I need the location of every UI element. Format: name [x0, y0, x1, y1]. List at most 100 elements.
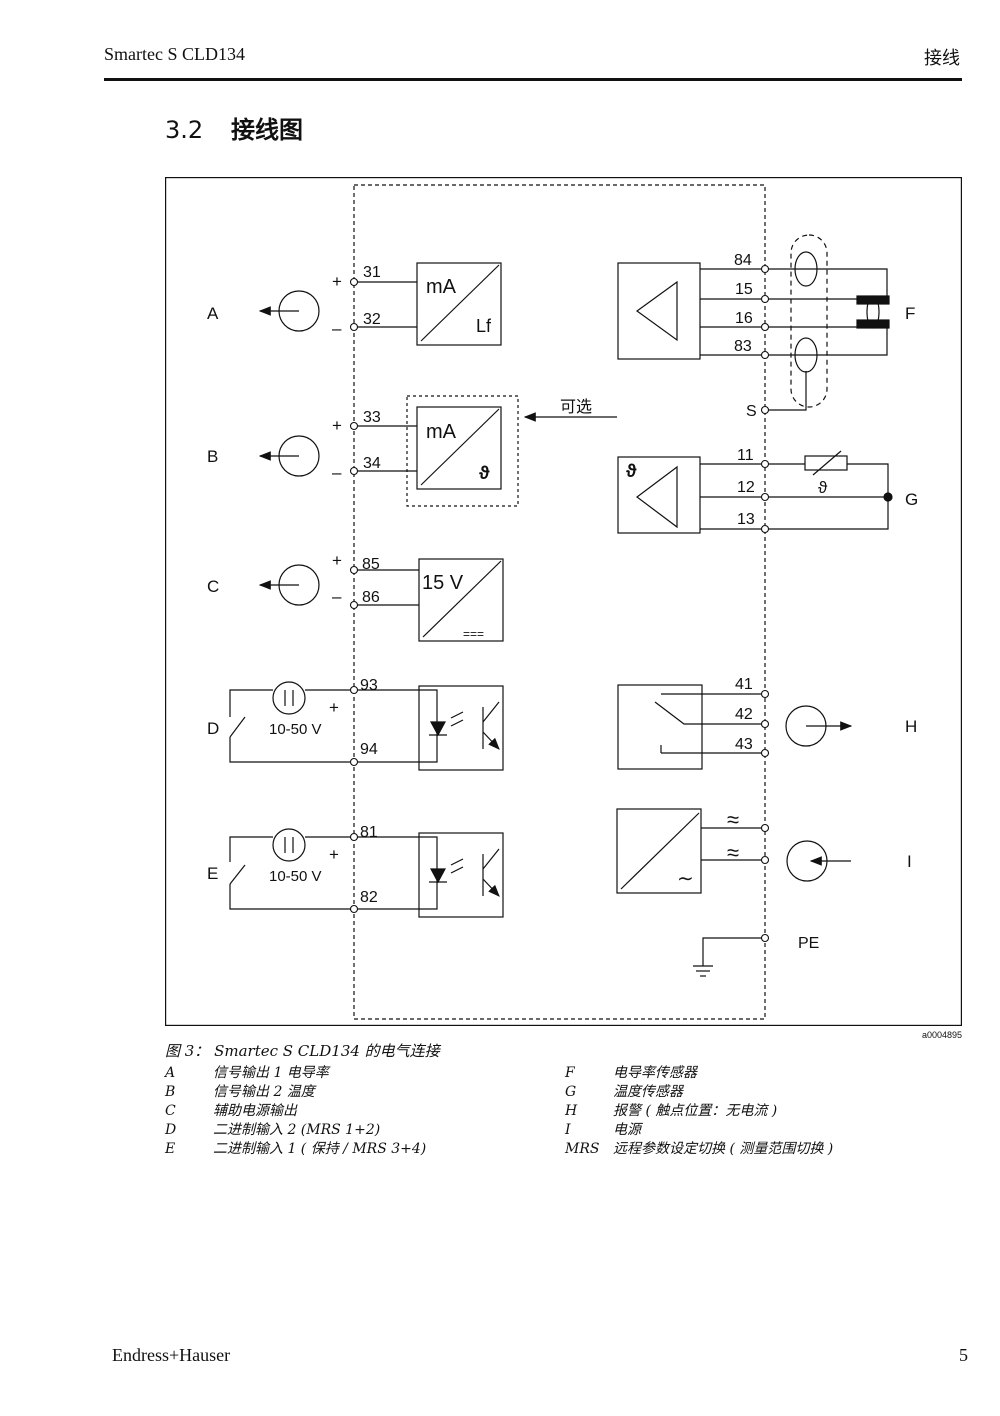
legend-text: 二进制输入 1 ( 保持 / MRS 3+4) — [213, 1141, 427, 1157]
page-number: 5 — [959, 1345, 968, 1365]
terminal-86: 86 — [362, 589, 380, 606]
label-I: I — [907, 852, 912, 871]
voltage-source-D — [272, 681, 306, 715]
converter-mA-Lf — [416, 262, 502, 346]
terminal-85: 85 — [362, 556, 380, 573]
optocoupler-D — [418, 685, 504, 771]
block-mA-2: mA — [426, 421, 457, 443]
plus-E: + — [329, 845, 339, 864]
input-I — [786, 840, 851, 882]
label-F: F — [905, 304, 915, 323]
legend-key: G — [565, 1084, 577, 1100]
optional-module — [406, 395, 519, 507]
legend-text: 信号输出 1 电导率 — [213, 1065, 329, 1081]
legend-text: 远程参数设定切换 ( 测量范围切换 ) — [613, 1141, 834, 1157]
legend-key: F — [565, 1065, 575, 1081]
figure-caption: 图 3： Smartec S CLD134 的电气连接 — [165, 1042, 440, 1060]
switch-D — [229, 716, 246, 738]
legend-key: I — [565, 1122, 571, 1138]
terminal-points — [349, 264, 770, 943]
block-theta: ϑ — [479, 463, 490, 483]
voltage-source-E — [272, 828, 306, 862]
approx-2: ≈ — [727, 840, 739, 865]
source-A — [258, 290, 320, 332]
terminal-PE: PE — [798, 935, 819, 952]
amplifier-G-theta: ϑ — [626, 461, 637, 481]
voltage-D: 10-50 V — [269, 721, 322, 738]
terminal-32: 32 — [363, 311, 381, 328]
optocoupler-E — [418, 832, 504, 918]
terminal-15: 15 — [735, 281, 753, 298]
terminal-94: 94 — [360, 741, 378, 758]
legend-text: 电源 — [613, 1122, 641, 1138]
terminal-31: 31 — [363, 264, 381, 281]
figure-id: a0004895 — [921, 1030, 962, 1040]
switch-E — [229, 864, 246, 885]
plus-31: + — [332, 272, 342, 291]
label-E: E — [207, 864, 218, 883]
footer-brand: Endress+Hauser — [112, 1345, 231, 1365]
temperature-sensor — [765, 450, 893, 530]
legend-key: A — [165, 1065, 176, 1081]
ground — [693, 937, 765, 977]
source-C — [258, 564, 320, 606]
block-Lf: Lf — [476, 316, 492, 336]
block-15V: 15 V — [422, 572, 464, 594]
amplifier-G — [617, 456, 701, 534]
label-B: B — [207, 447, 218, 466]
plus-D: + — [329, 698, 339, 717]
terminal-93: 93 — [360, 677, 378, 694]
terminal-84: 84 — [734, 252, 752, 269]
plus-33: + — [332, 416, 342, 435]
block-ac: ∼ — [677, 868, 694, 890]
legend-key: MRS — [565, 1141, 600, 1157]
terminal-16: 16 — [735, 310, 753, 327]
label-G: G — [905, 490, 918, 509]
header-product: Smartec S CLD134 — [104, 44, 245, 64]
minus-34: – — [332, 463, 342, 482]
approx-1: ≈ — [727, 807, 739, 832]
legend-text: 温度传感器 — [613, 1084, 683, 1100]
amplifier-F — [617, 262, 701, 360]
voltage-E: 10-50 V — [269, 868, 322, 885]
conductivity-sensor — [765, 234, 890, 411]
wiring-diagram: A B C D E F G H I + – + – + – + + 31 32 … — [165, 177, 962, 1026]
terminal-81: 81 — [360, 824, 378, 841]
legend-item: F 电导率传感器 — [565, 1064, 833, 1083]
legend-key: H — [565, 1103, 578, 1119]
terminal-34: 34 — [363, 455, 381, 472]
terminal-11: 11 — [737, 447, 754, 464]
figure-frame — [165, 177, 962, 1026]
section-title: 接线图 — [231, 116, 303, 144]
section-heading: 3.2 接线图 — [165, 110, 303, 145]
legend-text: 电导率传感器 — [613, 1065, 697, 1081]
legend-key: D — [165, 1122, 177, 1138]
legend-item: I 电源 — [565, 1121, 833, 1140]
block-dc: === — [463, 627, 484, 641]
legend-text: 信号输出 2 温度 — [213, 1084, 315, 1100]
section-number: 3.2 — [165, 116, 204, 144]
sensor-G-theta: ϑ — [818, 478, 828, 497]
minus-32: – — [332, 319, 342, 338]
block-mA-1: mA — [426, 276, 457, 298]
terminal-43: 43 — [735, 736, 753, 753]
label-D: D — [207, 719, 219, 738]
terminal-41: 41 — [735, 676, 753, 693]
terminal-S: S — [746, 403, 757, 420]
legend-text: 辅助电源输出 — [213, 1103, 297, 1119]
terminal-82: 82 — [360, 889, 378, 906]
terminal-33: 33 — [363, 409, 381, 426]
terminal-13: 13 — [737, 511, 755, 528]
legend-item: A 信号输出 1 电导率 — [165, 1064, 426, 1083]
header-rule — [104, 78, 962, 81]
terminal-12: 12 — [737, 479, 755, 496]
converter-mA-temp — [416, 406, 502, 490]
converter-15V — [418, 558, 504, 642]
power-supply-I — [616, 808, 765, 894]
label-H: H — [905, 717, 917, 736]
